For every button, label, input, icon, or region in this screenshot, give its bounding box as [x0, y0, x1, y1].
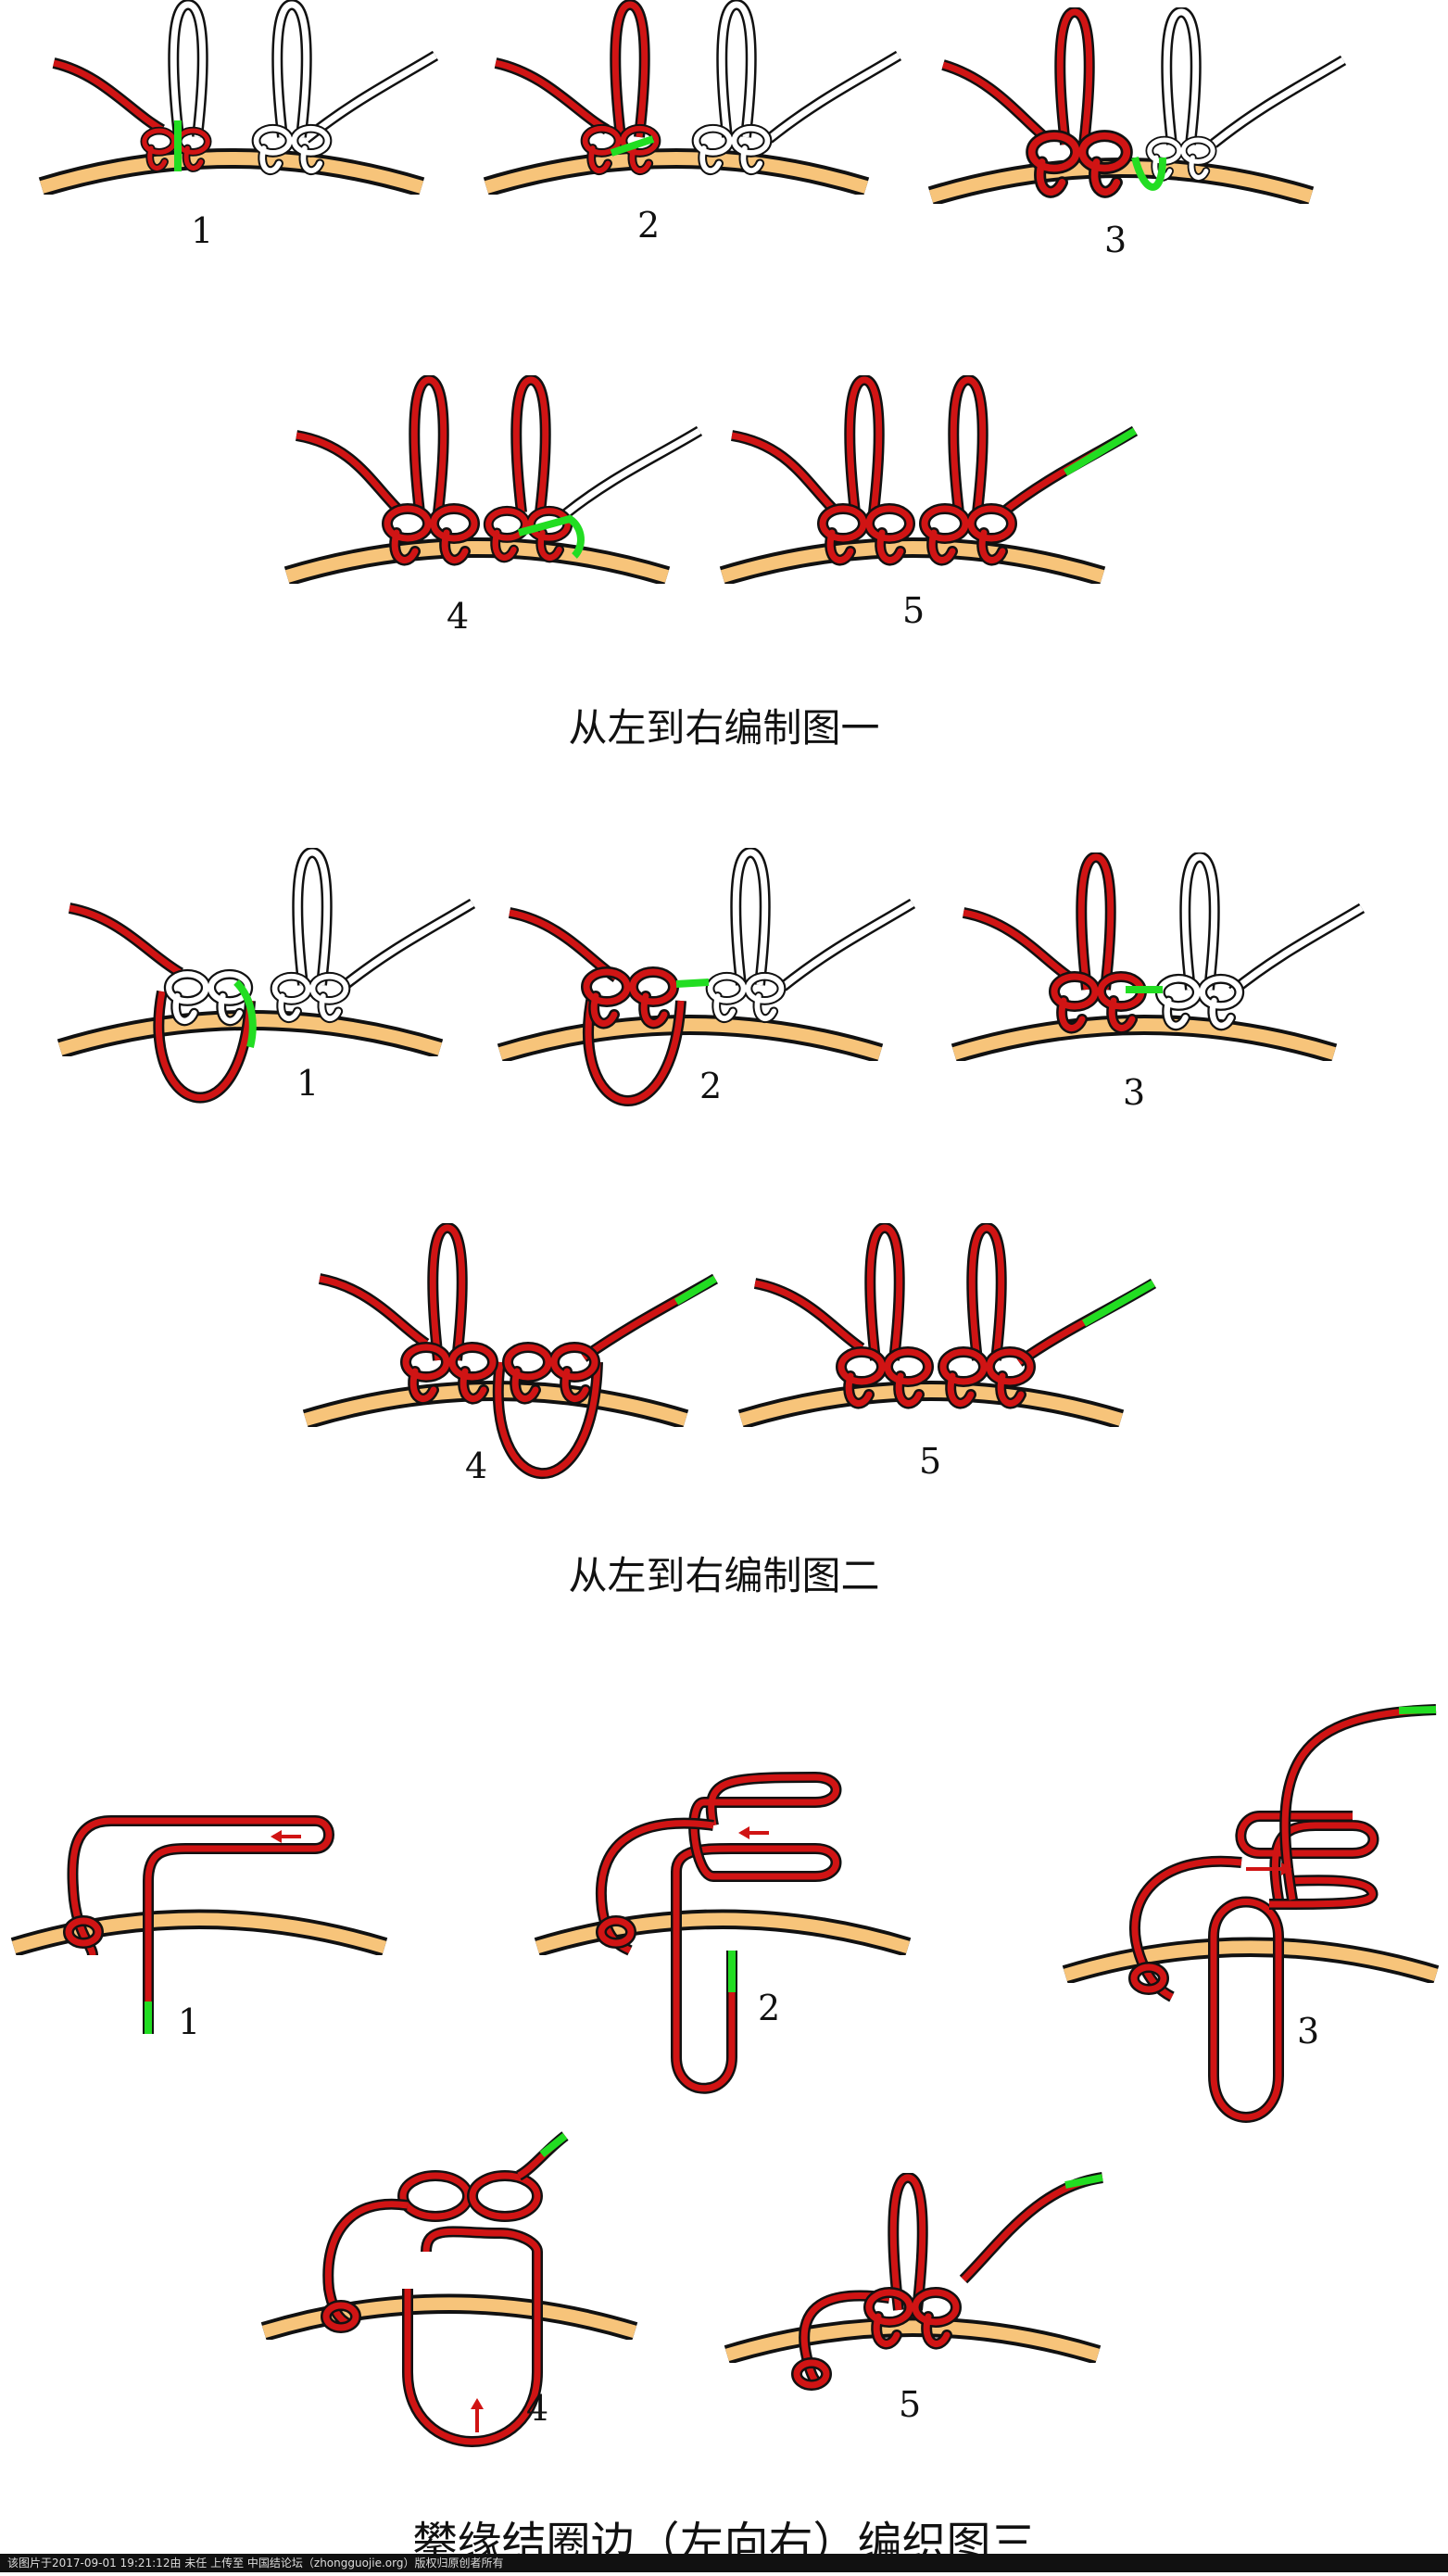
fig2-step3-label: 3	[1123, 1072, 1145, 1113]
left-arrow-icon	[738, 1826, 749, 1839]
fig1-step1-illustration	[42, 5, 439, 187]
fig2-step4-illustration	[306, 1228, 718, 1479]
fig2-step1-illustration	[60, 852, 476, 1104]
fig3-step2-label: 2	[758, 1988, 780, 2028]
fig3-step4-label: 4	[526, 2388, 548, 2429]
upload-footer-bar: 该图片于2017-09-01 19:21:12由 未任 上传至 中国结论坛（zh…	[0, 2554, 1448, 2572]
figure3-panels	[14, 1704, 1436, 2447]
fig3-step3-label: 3	[1297, 2011, 1319, 2052]
fig1-step3-label: 3	[1104, 220, 1127, 260]
figure2-panels	[60, 852, 1366, 1479]
figure1-caption: 从左到右编制图一	[568, 705, 880, 751]
fig3-step5-label: 5	[899, 2384, 921, 2425]
fig2-step2-illustration	[500, 852, 916, 1106]
fig1-step1-label: 1	[191, 210, 213, 251]
fig3-step1-label: 1	[178, 2001, 200, 2042]
figure2-caption: 从左到右编制图二	[568, 1553, 880, 1598]
left-arrow-icon	[271, 1830, 282, 1843]
fig3-step1-illustration	[14, 1815, 384, 2034]
fig3-step5-illustration	[727, 2172, 1103, 2391]
fig2-step3-illustration	[954, 857, 1366, 1054]
fig3-step4-illustration	[264, 2131, 635, 2447]
fig1-step2-label: 2	[637, 205, 660, 246]
fig2-step5-illustration	[741, 1228, 1157, 1420]
figure1-panels	[42, 5, 1347, 576]
fig2-step1-label: 1	[296, 1063, 319, 1104]
fig1-step5-label: 5	[902, 590, 925, 631]
fig2-step5-label: 5	[919, 1441, 941, 1482]
step-labels: 1 2 3 4 5 1 2 3 4 5 1 2 3 4 5	[178, 205, 1319, 2429]
fig1-step2-illustration	[486, 5, 902, 187]
fig1-step3-illustration	[931, 12, 1347, 196]
fig1-step4-illustration	[287, 380, 703, 576]
fig2-step4-label: 4	[465, 1446, 487, 1486]
fig2-step2-label: 2	[699, 1066, 722, 1106]
up-arrow-icon	[471, 2398, 484, 2409]
fig1-step4-label: 4	[447, 596, 469, 637]
right-arrow-icon	[1281, 1863, 1292, 1875]
fig1-step5-illustration	[723, 380, 1139, 576]
fig3-step2-illustration	[537, 1771, 908, 2094]
fig3-step3-illustration	[1065, 1704, 1436, 2123]
